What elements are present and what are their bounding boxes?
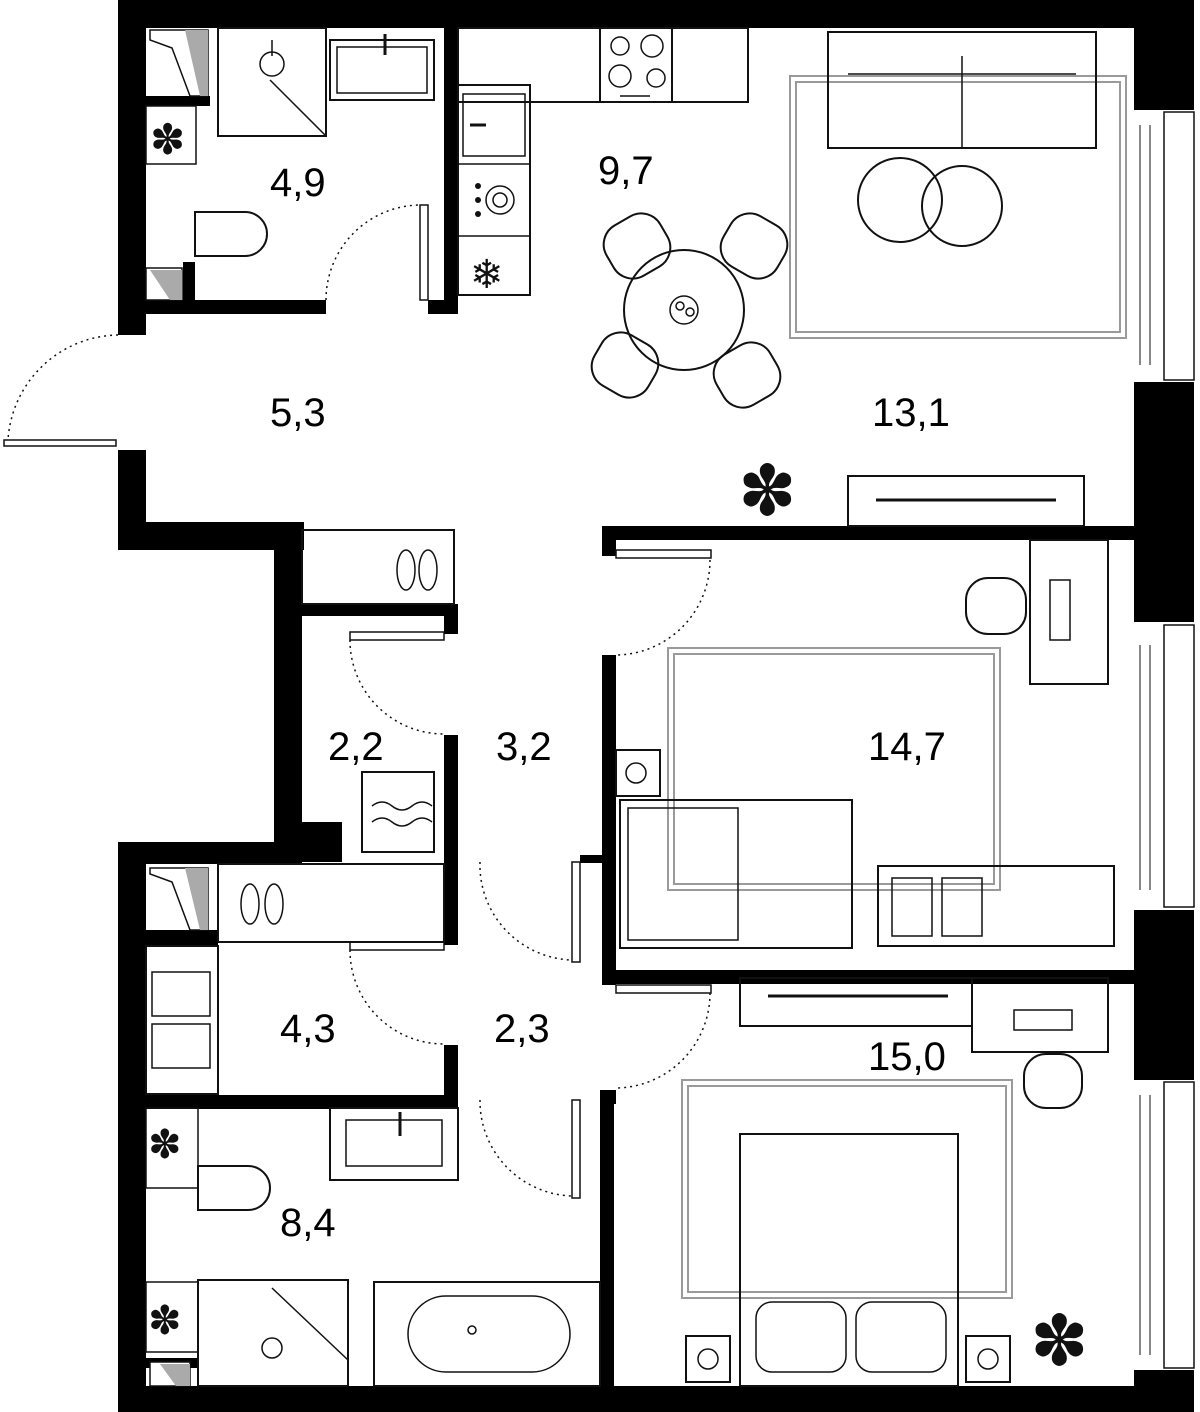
area-corridor-upper: 3,2 (496, 725, 552, 769)
dressing-room-fixtures (145, 863, 445, 1095)
area-corridor-lower: 2,3 (494, 1007, 550, 1051)
area-kitchen: 9,7 (598, 149, 654, 193)
plant-icon: ✽ (150, 115, 185, 164)
plant-icon: ✽ (148, 1298, 182, 1344)
area-storage: 2,2 (328, 725, 384, 769)
bathroom-bottom-fixtures: ✽ ✽ (145, 1107, 601, 1387)
doors (3, 204, 712, 1199)
bedroom-1-furniture (615, 539, 1115, 949)
area-bathroom-bottom: 8,4 (280, 1201, 336, 1245)
area-bedroom-1: 14,7 (868, 725, 946, 769)
area-entrance-hall: 5,3 (270, 391, 326, 435)
living-room-furniture: ✽ (738, 31, 1127, 532)
kitchen-fixtures: ❄ (457, 27, 789, 409)
bathroom-top-fixtures: ✽ (145, 27, 435, 301)
area-dressing-room: 4,3 (280, 1007, 336, 1051)
windows (1139, 111, 1195, 1369)
area-labels: 4,9 9,7 13,1 5,3 2,2 3,2 14,7 4,3 2,3 15… (270, 149, 950, 1245)
snowflake-icon: ❄ (470, 252, 504, 298)
plant-icon: ✽ (148, 1122, 182, 1168)
bedroom-2-furniture: ✽ (681, 977, 1109, 1387)
plant-icon: ✽ (1030, 1300, 1089, 1382)
storage-fixtures (301, 529, 455, 853)
plant-icon: ✽ (738, 450, 797, 532)
area-bedroom-2: 15,0 (868, 1035, 946, 1079)
area-living-room: 13,1 (872, 391, 950, 435)
area-bathroom-top: 4,9 (270, 161, 326, 205)
